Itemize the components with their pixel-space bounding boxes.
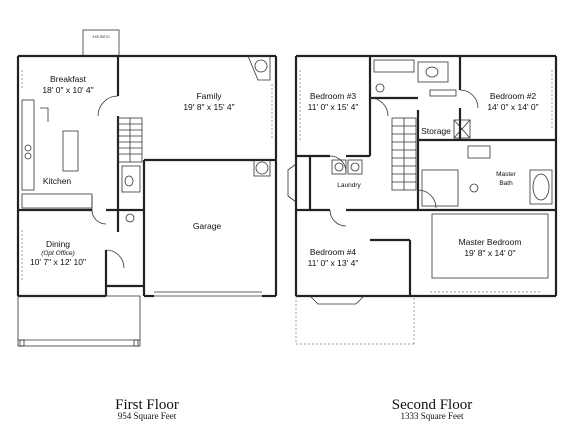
- kitchen-label: Kitchen: [43, 176, 72, 186]
- hall-bath: [373, 59, 457, 97]
- bay-window-bedroom4: [309, 295, 365, 305]
- kitchen-fixtures: [21, 99, 93, 212]
- bedroom4-dims: 11' 0" x 13' 4": [308, 258, 359, 268]
- second-floor-plan: Bedroom #3 11' 0" x 15' 4" Bedroom #2 14…: [287, 54, 558, 421]
- master-bath-label: Master: [496, 171, 517, 178]
- bedroom4-label: Bedroom #4: [310, 247, 357, 257]
- master-bath-fixtures: [421, 145, 553, 207]
- first-floor-doors: [91, 95, 125, 269]
- first-floor-stairs: [117, 117, 143, 163]
- dining-note: (Opt Office): [41, 250, 75, 257]
- family-label: Family: [196, 91, 222, 101]
- patio: [82, 29, 120, 57]
- fireplace: [247, 55, 271, 81]
- master-bath-label-2: Bath: [499, 180, 513, 187]
- second-floor-doors: [329, 89, 479, 227]
- master-bedroom-dims: 19' 8" x 14' 0": [464, 248, 515, 258]
- bedroom3-label: Bedroom #3: [310, 91, 357, 101]
- laundry-label: Laundry: [337, 182, 361, 189]
- breakfast-label: Breakfast: [50, 74, 87, 84]
- storage-label: Storage: [421, 126, 451, 136]
- dining-dims: 10' 7" x 12' 10": [30, 257, 86, 267]
- second-floor-sqft: 1333 Square Feet: [401, 411, 464, 421]
- front-porch: [17, 295, 141, 347]
- bedroom2-dims: 14' 0" x 14' 0": [487, 102, 538, 112]
- garage-walls: [142, 158, 276, 297]
- second-floor-windows: [299, 70, 553, 293]
- bay-window-bedroom3: [287, 163, 297, 203]
- lower-roof-outline: [295, 296, 415, 345]
- garage-label: Garage: [193, 221, 222, 231]
- first-floor-sqft: 954 Square Feet: [118, 411, 177, 421]
- bedroom2-label: Bedroom #2: [490, 91, 537, 101]
- dining-label: Dining: [46, 239, 70, 249]
- second-floor-stairs: [391, 117, 417, 191]
- first-floor-caption: First Floor: [115, 397, 179, 413]
- storage-closet: [453, 119, 471, 139]
- master-closet: [431, 213, 549, 279]
- bedroom3-dims: 11' 0" x 15' 4": [308, 102, 359, 112]
- first-floor-plan: 4X8 PATIO: [16, 29, 278, 421]
- powder-room: [121, 165, 141, 223]
- master-bedroom-label: Master Bedroom: [459, 237, 522, 247]
- second-floor-exterior-walls: [294, 54, 558, 298]
- patio-label: 4X8 PATIO: [92, 35, 109, 39]
- first-floor-windows: [21, 70, 273, 280]
- second-floor-interior-walls: [296, 56, 556, 296]
- second-floor-caption: Second Floor: [392, 397, 472, 413]
- family-dims: 19' 8" x 15' 4": [183, 102, 234, 112]
- breakfast-dims: 18' 0" x 10' 4": [42, 85, 93, 95]
- laundry-appliances: [331, 159, 363, 175]
